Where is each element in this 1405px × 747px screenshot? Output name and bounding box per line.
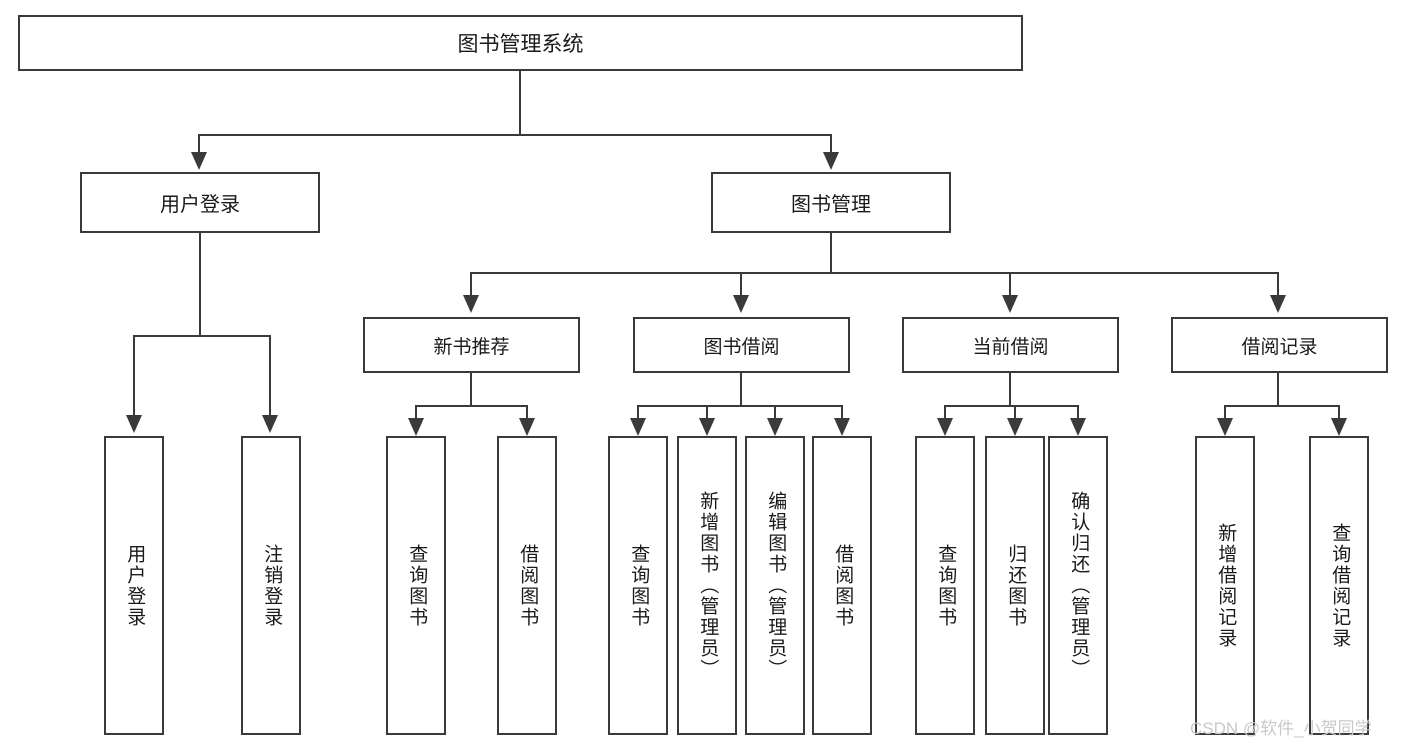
connector-borrow-record-stem bbox=[1277, 373, 1279, 406]
arrowhead-new-book-leaf-2 bbox=[519, 418, 535, 436]
node-label: 编辑图书（管理员） bbox=[765, 491, 787, 680]
leaf-bb-borrow-book[interactable]: 借阅图书 bbox=[812, 436, 872, 735]
connector-bm-to-new-book bbox=[470, 272, 472, 297]
leaf-bb-add-book-admin[interactable]: 新增图书（管理员） bbox=[677, 436, 737, 735]
connector-new-book-stem bbox=[470, 373, 472, 406]
arrowhead-root-to-book-management bbox=[823, 152, 839, 170]
connector-borrow-record-leaf-1 bbox=[1224, 405, 1226, 420]
node-label: 图书管理 bbox=[791, 194, 871, 216]
connector-current-borrow-leaf-2 bbox=[1014, 405, 1016, 420]
connector-book-management-bar bbox=[470, 272, 1278, 274]
connector-root-stem bbox=[519, 71, 521, 135]
connector-book-management-stem bbox=[830, 233, 832, 274]
arrowhead-bm-to-book-borrow bbox=[733, 295, 749, 313]
connector-user-login-bar bbox=[133, 335, 269, 337]
connector-user-login-leaf-1 bbox=[133, 335, 135, 417]
connector-book-borrow-bar bbox=[637, 405, 842, 407]
arrowhead-book-borrow-leaf-3 bbox=[767, 418, 783, 436]
connector-new-book-bar bbox=[415, 405, 528, 407]
arrowhead-bm-to-current-borrow bbox=[1002, 295, 1018, 313]
arrowhead-user-login-leaf-2 bbox=[262, 415, 278, 433]
connector-current-borrow-stem bbox=[1009, 373, 1011, 406]
connector-book-borrow-leaf-1 bbox=[637, 405, 639, 420]
node-new-book-recommend[interactable]: 新书推荐 bbox=[363, 317, 580, 373]
arrowhead-current-borrow-leaf-2 bbox=[1007, 418, 1023, 436]
connector-bm-to-current-borrow bbox=[1009, 272, 1011, 297]
arrowhead-book-borrow-leaf-4 bbox=[834, 418, 850, 436]
connector-current-borrow-leaf-1 bbox=[944, 405, 946, 420]
node-label: 确认归还（管理员） bbox=[1068, 491, 1090, 680]
node-label: 当前借阅 bbox=[972, 336, 1049, 358]
leaf-user-login[interactable]: 用户登录 bbox=[104, 436, 164, 735]
leaf-cb-confirm-return-admin[interactable]: 确认归还（管理员） bbox=[1048, 436, 1108, 735]
leaf-bb-query-book[interactable]: 查询图书 bbox=[608, 436, 668, 735]
leaf-cb-query-book[interactable]: 查询图书 bbox=[915, 436, 975, 735]
connector-root-to-user-login bbox=[198, 134, 200, 154]
node-label: 用户登录 bbox=[124, 543, 146, 628]
csdn-watermark: CSDN @软件_小贺同学 bbox=[1190, 719, 1372, 738]
connector-bm-to-borrow-record bbox=[1277, 272, 1279, 297]
node-label: 查询借阅记录 bbox=[1329, 522, 1351, 649]
arrowhead-new-book-leaf-1 bbox=[408, 418, 424, 436]
leaf-cb-return-book[interactable]: 归还图书 bbox=[985, 436, 1045, 735]
leaf-logout[interactable]: 注销登录 bbox=[241, 436, 301, 735]
arrowhead-current-borrow-leaf-3 bbox=[1070, 418, 1086, 436]
connector-user-login-stem bbox=[199, 233, 201, 336]
connector-borrow-record-leaf-2 bbox=[1338, 405, 1340, 420]
node-user-login[interactable]: 用户登录 bbox=[80, 172, 320, 233]
arrowhead-book-borrow-leaf-1 bbox=[630, 418, 646, 436]
node-current-borrow[interactable]: 当前借阅 bbox=[902, 317, 1119, 373]
arrowhead-borrow-record-leaf-1 bbox=[1217, 418, 1233, 436]
leaf-nbr-query-book[interactable]: 查询图书 bbox=[386, 436, 446, 735]
node-label: 注销登录 bbox=[261, 543, 283, 628]
node-book-borrow[interactable]: 图书借阅 bbox=[633, 317, 850, 373]
node-borrow-record[interactable]: 借阅记录 bbox=[1171, 317, 1388, 373]
node-label: 查询图书 bbox=[628, 543, 650, 628]
leaf-bb-edit-book-admin[interactable]: 编辑图书（管理员） bbox=[745, 436, 805, 735]
connector-user-login-leaf-2 bbox=[269, 335, 271, 417]
connector-root-to-book-management bbox=[830, 134, 832, 154]
node-label: 图书借阅 bbox=[703, 336, 780, 358]
node-label: 图书管理系统 bbox=[457, 33, 584, 56]
node-label: 新增图书（管理员） bbox=[697, 491, 719, 680]
node-label: 查询图书 bbox=[406, 543, 428, 628]
connector-book-borrow-stem bbox=[740, 373, 742, 406]
arrowhead-current-borrow-leaf-1 bbox=[937, 418, 953, 436]
connector-bm-to-book-borrow bbox=[740, 272, 742, 297]
connector-root-bar bbox=[198, 134, 832, 136]
arrowhead-book-borrow-leaf-2 bbox=[699, 418, 715, 436]
leaf-nbr-borrow-book[interactable]: 借阅图书 bbox=[497, 436, 557, 735]
node-label: 借阅记录 bbox=[1241, 336, 1318, 358]
node-label: 归还图书 bbox=[1005, 543, 1027, 628]
node-label: 借阅图书 bbox=[832, 543, 854, 628]
node-label: 查询图书 bbox=[935, 543, 957, 628]
connector-new-book-leaf-1 bbox=[415, 405, 417, 420]
connector-current-borrow-leaf-3 bbox=[1077, 405, 1079, 420]
node-root-book-management-system[interactable]: 图书管理系统 bbox=[18, 15, 1023, 71]
connector-borrow-record-bar bbox=[1224, 405, 1340, 407]
connector-current-borrow-bar bbox=[944, 405, 1078, 407]
node-label: 新书推荐 bbox=[433, 336, 510, 358]
node-label: 新增借阅记录 bbox=[1215, 522, 1237, 649]
arrowhead-bm-to-new-book bbox=[463, 295, 479, 313]
arrowhead-root-to-user-login bbox=[191, 152, 207, 170]
connector-book-borrow-leaf-2 bbox=[706, 405, 708, 420]
arrowhead-borrow-record-leaf-2 bbox=[1331, 418, 1347, 436]
connector-book-borrow-leaf-3 bbox=[774, 405, 776, 420]
leaf-br-query-record[interactable]: 查询借阅记录 bbox=[1309, 436, 1369, 735]
connector-book-borrow-leaf-4 bbox=[841, 405, 843, 420]
leaf-br-add-record[interactable]: 新增借阅记录 bbox=[1195, 436, 1255, 735]
connector-new-book-leaf-2 bbox=[526, 405, 528, 420]
arrowhead-bm-to-borrow-record bbox=[1270, 295, 1286, 313]
node-label: 借阅图书 bbox=[517, 543, 539, 628]
arrowhead-user-login-leaf-1 bbox=[126, 415, 142, 433]
node-book-management[interactable]: 图书管理 bbox=[711, 172, 951, 233]
node-label: 用户登录 bbox=[160, 194, 240, 216]
